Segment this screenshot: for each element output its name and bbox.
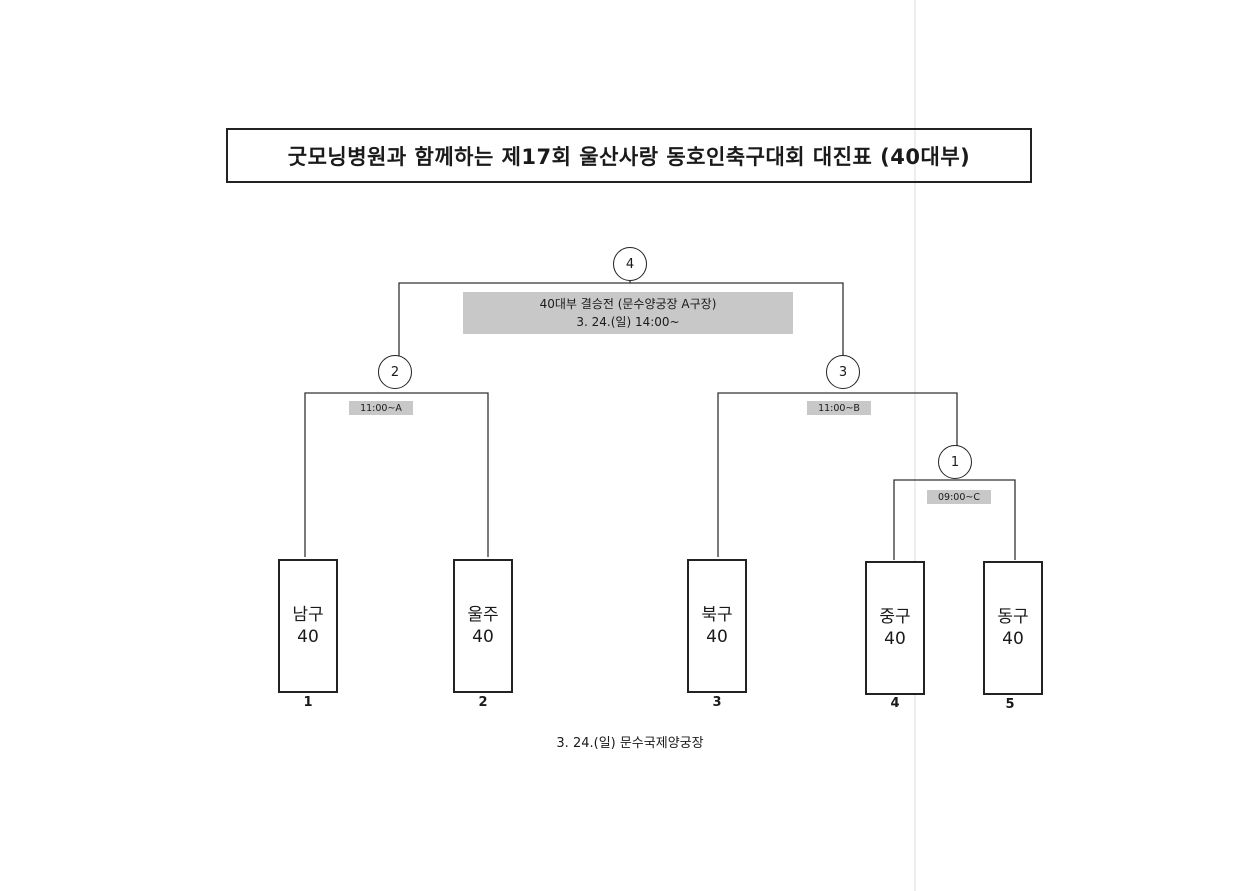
team-age: 40 (884, 629, 906, 649)
team-seed: 1 (303, 695, 313, 710)
match-number: 1 (938, 445, 972, 479)
match-number: 2 (378, 355, 412, 389)
match3-bracket-line (717, 392, 958, 557)
match-number: 3 (826, 355, 860, 389)
team-name: 울주 (467, 605, 499, 625)
team-seed: 2 (478, 695, 488, 710)
team-name: 중구 (879, 607, 911, 627)
team-age: 40 (297, 627, 319, 647)
team-age: 40 (1002, 629, 1024, 649)
team-seed: 5 (1005, 697, 1015, 712)
venue-text: 3. 24.(일) 문수국제양궁장 (556, 736, 704, 751)
match1-bracket-line (893, 479, 1016, 560)
team-box: 동구 40 (983, 561, 1043, 695)
scan-artifact (914, 0, 916, 891)
match-time: 11:00~A (349, 401, 413, 415)
final-info: 40대부 결승전 (문수양궁장 A구장) 3. 24.(일) 14:00~ (463, 292, 793, 334)
team-seed: 4 (890, 696, 900, 711)
team-name: 남구 (292, 605, 324, 625)
team-box: 북구 40 (687, 559, 747, 693)
final-title: 40대부 결승전 (문수양궁장 A구장) (539, 297, 717, 311)
match-time: 09:00~C (927, 490, 991, 504)
team-name: 북구 (701, 605, 733, 625)
team-age: 40 (706, 627, 728, 647)
final-datetime: 3. 24.(일) 14:00~ (576, 315, 680, 329)
match2-bracket-line (304, 392, 489, 557)
team-box: 중구 40 (865, 561, 925, 695)
team-seed: 3 (712, 695, 722, 710)
title-text: 굿모닝병원과 함께하는 제17회 울산사랑 동호인축구대회 대진표 (40대부) (287, 144, 971, 169)
match-time: 11:00~B (807, 401, 871, 415)
page-title: 굿모닝병원과 함께하는 제17회 울산사랑 동호인축구대회 대진표 (40대부) (226, 128, 1032, 183)
team-box: 남구 40 (278, 559, 338, 693)
final-bracket-line (398, 282, 844, 380)
final-match-number: 4 (613, 247, 647, 281)
team-age: 40 (472, 627, 494, 647)
team-box: 울주 40 (453, 559, 513, 693)
team-name: 동구 (997, 607, 1029, 627)
